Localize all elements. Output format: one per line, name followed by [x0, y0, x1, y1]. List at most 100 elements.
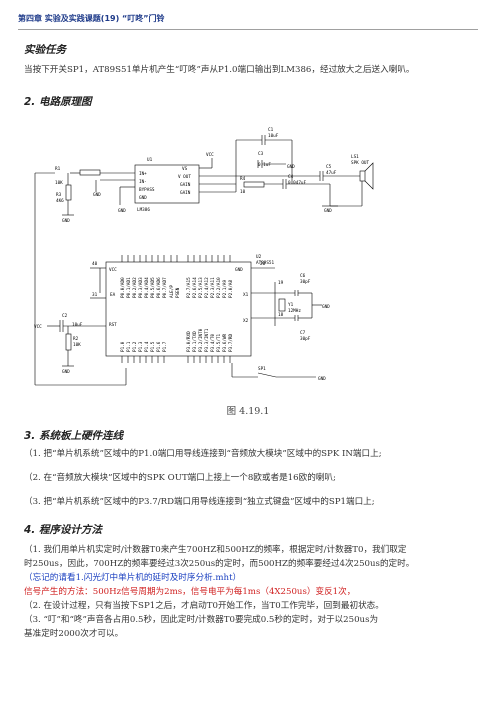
svg-text:40: 40 — [92, 261, 98, 267]
svg-text:P0.7/AD7: P0.7/AD7 — [162, 277, 168, 298]
design-para-1b: 时250us，因此，700HZ的频率要经过3次250us的定时，而500HZ的频… — [24, 559, 415, 569]
svg-text:IN+: IN+ — [139, 171, 147, 177]
svg-text:18: 18 — [278, 312, 284, 318]
svg-text:P0.2/AD2: P0.2/AD2 — [132, 277, 138, 298]
svg-text:ALE/P: ALE/P — [169, 285, 175, 298]
task-text: 当按下开关SP1，AT89S51单片机产生“叮咚”声从P1.0端口输出到LM38… — [24, 65, 415, 75]
svg-text:10uF: 10uF — [268, 133, 279, 139]
svg-text:P3.6/WR: P3.6/WR — [222, 333, 228, 352]
svg-text:X2: X2 — [243, 318, 249, 324]
svg-text:P3.0/RXD: P3.0/RXD — [186, 331, 192, 352]
svg-text:P3.1/TXD: P3.1/TXD — [192, 331, 198, 352]
svg-text:GND: GND — [287, 164, 295, 170]
svg-text:VCC: VCC — [34, 324, 42, 330]
design-para-3b: 基准定时2000次才可以。 — [24, 629, 124, 639]
svg-text:X1: X1 — [243, 292, 249, 298]
svg-text:C4: C4 — [288, 174, 294, 180]
svg-text:P0.1/AD1: P0.1/AD1 — [126, 277, 132, 298]
svg-text:LS1: LS1 — [351, 154, 359, 160]
section-title-wiring: 3. 系统板上硬件连线 — [24, 430, 123, 442]
design-para-1a: （1. 我们用单片机实定时/计数器T0来产生700HZ和500HZ的频率，根据定… — [24, 545, 407, 555]
svg-text:0.1uF: 0.1uF — [258, 162, 271, 168]
svg-text:VCC: VCC — [206, 152, 214, 158]
svg-text:P0.3/AD3: P0.3/AD3 — [138, 277, 144, 298]
svg-text:P2.5/A13: P2.5/A13 — [198, 277, 204, 298]
svg-text:GND: GND — [139, 195, 147, 201]
svg-text:P2.2/A10: P2.2/A10 — [216, 277, 222, 298]
svg-text:U2: U2 — [256, 254, 262, 260]
figure-caption: 图 4.19.1 — [226, 406, 270, 417]
at89s51-chip — [105, 261, 252, 357]
svg-text:P3.3/INT1: P3.3/INT1 — [204, 328, 210, 352]
section-title-schematic: 2. 电路原理图 — [24, 96, 92, 108]
svg-text:P2.1/A9: P2.1/A9 — [222, 279, 228, 298]
svg-text:P2.0/A8: P2.0/A8 — [228, 279, 234, 298]
svg-text:RST: RST — [109, 322, 117, 328]
section-title-design: 4. 程序设计方法 — [24, 524, 102, 536]
svg-text:R1: R1 — [55, 166, 61, 172]
svg-text:P1.2: P1.2 — [132, 341, 138, 352]
svg-text:P1.0: P1.0 — [120, 341, 126, 352]
svg-text:4K6: 4K6 — [56, 198, 64, 204]
svg-text:GND: GND — [62, 218, 70, 224]
svg-text:R4: R4 — [240, 176, 246, 182]
svg-text:IN-: IN- — [139, 179, 147, 185]
section-title-task: 实验任务 — [24, 44, 66, 56]
u1-ref: U1 — [147, 157, 153, 163]
svg-text:GND: GND — [118, 208, 126, 214]
svg-text:30pF: 30pF — [300, 279, 311, 285]
svg-text:P0.4/AD4: P0.4/AD4 — [144, 277, 150, 298]
svg-text:P2.6/A14: P2.6/A14 — [192, 277, 198, 298]
svg-text:P2.4/A12: P2.4/A12 — [204, 277, 210, 298]
svg-text:P3.7/RD: P3.7/RD — [228, 333, 234, 352]
svg-text:P1.7: P1.7 — [162, 341, 168, 352]
svg-text:P1.3: P1.3 — [138, 341, 144, 352]
svg-text:P0.5/AD5: P0.5/AD5 — [150, 277, 156, 298]
svg-text:P1.6: P1.6 — [156, 341, 162, 352]
svg-text:R2: R2 — [73, 336, 79, 342]
svg-text:C6: C6 — [300, 273, 306, 279]
svg-text:VCC: VCC — [109, 267, 117, 273]
svg-text:R3: R3 — [56, 192, 62, 198]
svg-text:P1.4: P1.4 — [144, 341, 150, 352]
svg-text:30pF: 30pF — [300, 336, 311, 342]
svg-text:AT89S51: AT89S51 — [256, 260, 275, 266]
svg-text:P3.5/T1: P3.5/T1 — [216, 333, 222, 352]
svg-text:19: 19 — [278, 280, 284, 286]
design-para-3a: （3. “叮”和“咚”声音各占用0.5秒，因此定时/计数器T0要完成0.5秒的定… — [24, 615, 379, 625]
svg-text:P1.1: P1.1 — [126, 341, 132, 352]
svg-text:C1: C1 — [268, 127, 274, 133]
svg-text:VS: VS — [182, 166, 188, 172]
svg-text:0.047uF: 0.047uF — [288, 180, 307, 186]
svg-text:SP1: SP1 — [258, 366, 266, 372]
svg-text:C5: C5 — [326, 164, 332, 170]
svg-text:BYPASS: BYPASS — [139, 187, 155, 193]
chapter-header: 第四章 实验及实践课题(19) “叮咚”门铃 — [18, 14, 165, 23]
design-para-2: （2. 在设计过程，只有当按下SP1之后，才启动T0开始工作，当T0工作完毕，回… — [24, 601, 384, 611]
svg-text:C2: C2 — [62, 313, 68, 319]
svg-text:Y1: Y1 — [288, 302, 294, 308]
svg-text:P1.5: P1.5 — [150, 341, 156, 352]
svg-text:20: 20 — [260, 261, 266, 267]
svg-text:P2.3/A11: P2.3/A11 — [210, 277, 216, 298]
svg-text:V OUT: V OUT — [178, 174, 191, 180]
svg-text:P2.7/A15: P2.7/A15 — [186, 277, 192, 298]
svg-text:31: 31 — [92, 292, 98, 298]
wiring-item-1: （1. 把“单片机系统”区域中的P1.0端口用导线连接到“音频放大模块”区域中的… — [24, 449, 382, 459]
svg-text:10uF: 10uF — [72, 322, 83, 328]
svg-text:47uF: 47uF — [326, 170, 337, 176]
svg-text:GND: GND — [62, 369, 70, 375]
svg-text:GAIN: GAIN — [180, 182, 191, 188]
svg-text:GAIN: GAIN — [180, 190, 191, 196]
svg-text:GND: GND — [235, 267, 243, 273]
svg-text:C7: C7 — [300, 330, 306, 336]
u1-part: LM386 — [137, 207, 150, 213]
svg-text:10K: 10K — [55, 180, 63, 186]
wiring-item-2: （2. 在“音频放大模块”区域中的SPK OUT端口上接上一个8欧或者是16欧的… — [24, 473, 336, 483]
svg-text:C3: C3 — [258, 151, 264, 157]
svg-text:10K: 10K — [73, 342, 81, 348]
design-note-link[interactable]: （忘记的请看1.闪光灯中单片机的延时及时序分析.mht） — [24, 573, 242, 583]
svg-text:GND: GND — [318, 376, 326, 382]
design-note-signal: 信号产生的方法：500Hz信号周期为2ms，信号电平为每1ms（4X250us）… — [24, 587, 356, 597]
